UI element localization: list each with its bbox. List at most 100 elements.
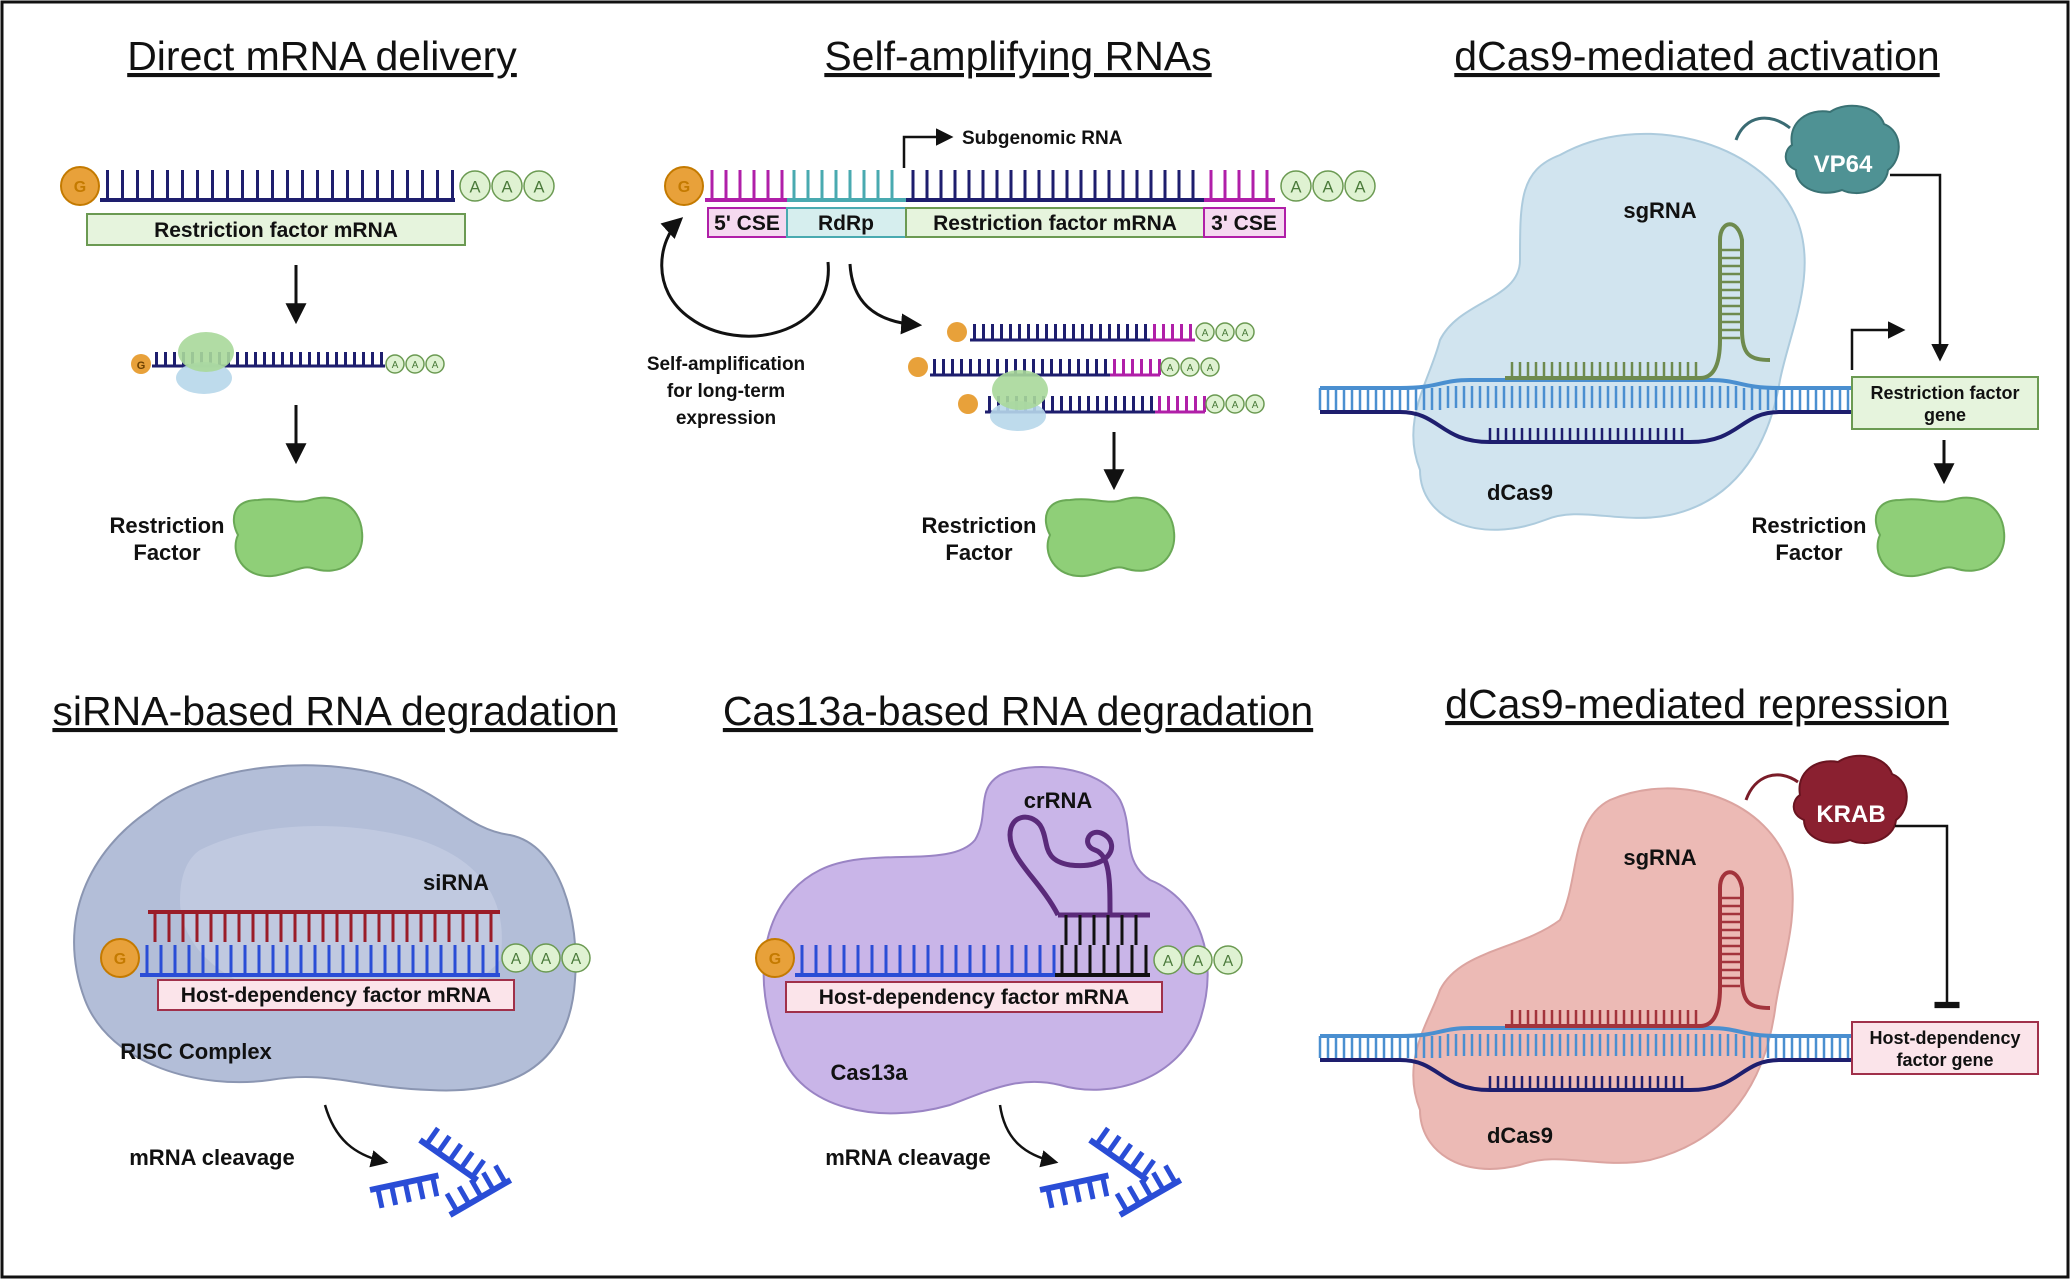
fragment-base — [402, 1181, 412, 1203]
polya-letter: A — [541, 951, 552, 968]
polya-circle — [1195, 322, 1215, 342]
polya-letter: A — [392, 360, 399, 371]
rna-fragment — [418, 1126, 486, 1183]
fragment-base — [1045, 1187, 1055, 1209]
polya-letter: A — [1322, 178, 1333, 196]
amp-label-line2: for long-term — [667, 381, 785, 402]
polya-circle — [1200, 357, 1220, 377]
cap-label: G — [769, 951, 781, 968]
segment-5cse-label: 5' CSE — [714, 212, 780, 235]
fragment-base — [1163, 1164, 1178, 1185]
fragment-base — [456, 1185, 472, 1206]
segment-3cse-label: 3' CSE — [1211, 212, 1277, 235]
polya-letter: A — [1163, 953, 1174, 970]
polya-letter: A — [1242, 328, 1249, 339]
sgrna-hairpin — [1505, 222, 1771, 380]
polya-letter: A — [1232, 400, 1239, 411]
polya-letter: A — [1193, 953, 1204, 970]
polya-letter: A — [533, 178, 544, 196]
cleavage-arrow — [998, 1104, 1059, 1168]
dcas9-protein — [1412, 787, 1794, 1170]
fragment-base — [1086, 1179, 1096, 1200]
segment-3cse — [1203, 207, 1286, 238]
fragment-base — [470, 1158, 486, 1179]
fragment-base — [1151, 1171, 1166, 1192]
mrna-label-box — [86, 213, 466, 246]
risc-complex-label: RISC Complex — [120, 1039, 272, 1064]
polya-circle — [405, 354, 425, 374]
polya-circle — [1183, 945, 1213, 975]
fragment-base — [458, 1150, 475, 1171]
transcription-start-arrow — [1850, 321, 1906, 370]
panel-title-self-amp: Self-amplifying RNAs — [824, 33, 1211, 79]
cap-icon-small — [958, 394, 978, 414]
rna-fragment — [369, 1172, 440, 1209]
polya-circle — [1213, 945, 1243, 975]
gene-box — [1851, 376, 2039, 430]
amp-label-line1: Self-amplification — [647, 354, 805, 375]
polya-circle — [1215, 322, 1235, 342]
effector-linker — [1734, 116, 1791, 141]
cap-label-small: G — [137, 360, 146, 372]
fragment-base — [375, 1187, 385, 1209]
activation-arrow — [1890, 173, 1949, 362]
mrna-label-box — [157, 979, 515, 1011]
polya-letter: A — [1212, 400, 1219, 411]
panel-title-dcas9-act: dCas9-mediated activation — [1454, 33, 1939, 79]
cap-icon-small — [908, 357, 928, 377]
polya-circle — [501, 943, 531, 973]
mrna-strand — [100, 170, 455, 202]
panel-title-cas13a: Cas13a-based RNA degradation — [723, 688, 1313, 734]
dcas9-label: dCas9 — [1487, 480, 1553, 505]
fragment-base — [435, 1134, 452, 1155]
fragment-base — [416, 1179, 426, 1200]
rna-fragment — [1114, 1164, 1183, 1218]
cap-icon — [100, 938, 140, 978]
mrna-label: Host-dependency factor mRNA — [819, 986, 1129, 1009]
polya-circle — [1344, 170, 1376, 202]
cap-icon-small — [131, 354, 151, 374]
polya-circle — [561, 943, 591, 973]
dcas9-protein — [1412, 132, 1806, 531]
replicon-strand — [705, 170, 1275, 202]
polya-circle — [1235, 322, 1255, 342]
dna-bottom-strand — [1320, 1058, 1852, 1092]
polya-letter: A — [1222, 328, 1229, 339]
fragment-base — [447, 1142, 464, 1163]
self-amplification-arrow — [660, 217, 830, 338]
cas13a-label: Cas13a — [830, 1060, 908, 1085]
mrna-label: Restriction factor mRNA — [154, 219, 398, 242]
polya-letter: A — [1290, 178, 1301, 196]
polya-letter: A — [511, 951, 522, 968]
fragment-base — [493, 1164, 508, 1185]
fragment-base — [444, 1192, 460, 1213]
fragment-base — [1114, 1192, 1130, 1213]
rna-fragment — [444, 1164, 513, 1218]
polya-circle — [385, 354, 405, 374]
fragment-base — [1100, 1176, 1110, 1197]
product-label-line2: Factor — [1775, 540, 1843, 565]
polya-circle — [531, 943, 561, 973]
cleavage-label: mRNA cleavage — [825, 1145, 990, 1170]
ribosome-small-subunit — [990, 401, 1046, 431]
polya-letter: A — [1252, 400, 1259, 411]
crrna-loop — [1007, 814, 1115, 917]
sgrna-label: sgRNA — [1623, 845, 1696, 870]
cap-label: G — [114, 951, 126, 968]
dna-bottom-strand — [1320, 410, 1852, 444]
krab-label: KRAB — [1816, 801, 1885, 828]
fragment-base — [430, 1176, 440, 1197]
panel-title-dcas9-rep: dCas9-mediated repression — [1445, 681, 1949, 727]
krab-effector — [1792, 754, 1908, 845]
polya-letter: A — [412, 360, 419, 371]
fragment-base — [1117, 1142, 1134, 1163]
polya-circle — [459, 170, 491, 202]
